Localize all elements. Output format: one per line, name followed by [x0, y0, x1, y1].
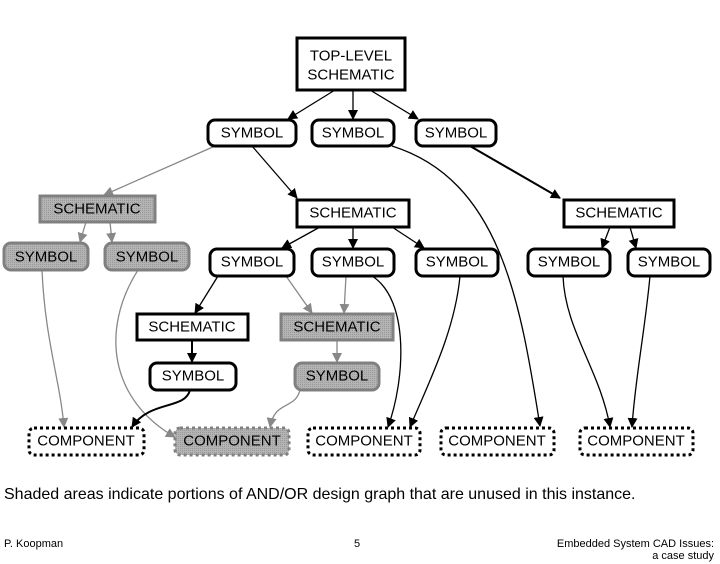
footer-page-number: 5 — [354, 538, 361, 550]
symbol-node[interactable]: SYMBOL — [526, 247, 612, 278]
edges — [41, 89, 651, 438]
node-label: SCHEMATIC — [309, 205, 396, 222]
edge — [627, 275, 651, 428]
schematic-node[interactable]: SCHEMATIC — [135, 312, 250, 342]
node-label: SYMBOL — [162, 368, 225, 385]
node-label: SYMBOL — [426, 254, 489, 271]
symbol-node[interactable]: SYMBOL — [310, 118, 396, 148]
node-label: SCHEMATIC — [53, 201, 140, 218]
unused-schematic-node[interactable]: SCHEMATIC — [38, 194, 157, 224]
edge — [287, 89, 336, 120]
footer-title-line1: Embedded System CAD Issues: — [556, 538, 714, 550]
node-label: SYMBOL — [425, 125, 488, 142]
node-label: COMPONENT — [37, 433, 135, 450]
unused-symbol-node[interactable]: SYMBOL — [103, 241, 191, 272]
schematic-node[interactable]: SCHEMATIC — [562, 198, 676, 229]
node-label: SYMBOL — [306, 368, 369, 385]
node-label: SYMBOL — [322, 125, 385, 142]
symbol-node[interactable]: SYMBOL — [206, 118, 298, 148]
edge — [103, 145, 216, 196]
edge — [251, 145, 298, 199]
edge — [194, 275, 219, 314]
edge — [562, 275, 614, 428]
component-node[interactable]: COMPONENT — [439, 426, 556, 457]
edge — [391, 145, 544, 427]
node-label: SYMBOL — [538, 254, 601, 271]
node-label: SYMBOL — [322, 254, 385, 271]
edge — [131, 389, 191, 428]
edge — [408, 275, 461, 428]
unused-component-node[interactable]: COMPONENT — [173, 426, 291, 457]
node-label: COMPONENT — [448, 433, 546, 450]
component-node[interactable]: COMPONENT — [306, 426, 422, 457]
node-label: SCHEMATIC — [148, 319, 235, 336]
footer-title: Embedded System CAD Issues: a case study — [557, 538, 714, 562]
node-label: COMPONENT — [315, 433, 413, 450]
edge — [600, 226, 611, 249]
symbol-node[interactable]: SYMBOL — [148, 361, 238, 392]
node-label: COMPONENT — [183, 433, 281, 450]
node-label: SYMBOL — [15, 249, 78, 266]
node-label: TOP-LEVEL — [310, 48, 392, 65]
unused-symbol-node[interactable]: SYMBOL — [2, 241, 90, 272]
node-label: SYMBOL — [638, 254, 701, 271]
symbol-node[interactable]: SYMBOL — [414, 247, 500, 278]
edge — [371, 275, 402, 428]
edge — [106, 221, 117, 243]
edge — [369, 89, 419, 120]
footer-title-line2: a case study — [652, 550, 714, 562]
symbol-node[interactable]: SYMBOL — [626, 247, 712, 278]
node-label: SYMBOL — [221, 254, 284, 271]
edge — [77, 221, 88, 243]
edge — [391, 226, 425, 249]
caption: Shaded areas indicate portions of AND/OR… — [4, 486, 636, 503]
component-node[interactable]: COMPONENT — [27, 426, 146, 457]
schematic-node[interactable]: SCHEMATIC — [295, 198, 411, 229]
symbol-node[interactable]: SYMBOL — [414, 118, 498, 148]
node-label: SYMBOL — [221, 125, 284, 142]
edge — [266, 389, 301, 428]
node-label: SCHEMATIC — [293, 319, 380, 336]
symbol-node[interactable]: SYMBOL — [310, 247, 396, 278]
edge — [115, 269, 176, 438]
node-label: SYMBOL — [116, 249, 179, 266]
footer-author: P. Koopman — [4, 538, 64, 550]
node-label: SCHEMATIC — [575, 205, 662, 222]
node-label: COMPONENT — [587, 433, 685, 450]
edge — [628, 226, 639, 249]
edge — [339, 275, 350, 314]
edge — [41, 269, 69, 428]
node-label: SCHEMATIC — [307, 67, 394, 84]
edge — [469, 145, 561, 199]
symbol-node[interactable]: SYMBOL — [208, 247, 296, 278]
top-level-schematic-node[interactable]: TOP-LEVEL SCHEMATIC — [295, 36, 407, 92]
unused-symbol-node[interactable]: SYMBOL — [293, 361, 381, 392]
component-node[interactable]: COMPONENT — [578, 426, 695, 457]
unused-schematic-node[interactable]: SCHEMATIC — [279, 312, 395, 342]
edge — [285, 275, 313, 314]
edge — [281, 226, 321, 249]
